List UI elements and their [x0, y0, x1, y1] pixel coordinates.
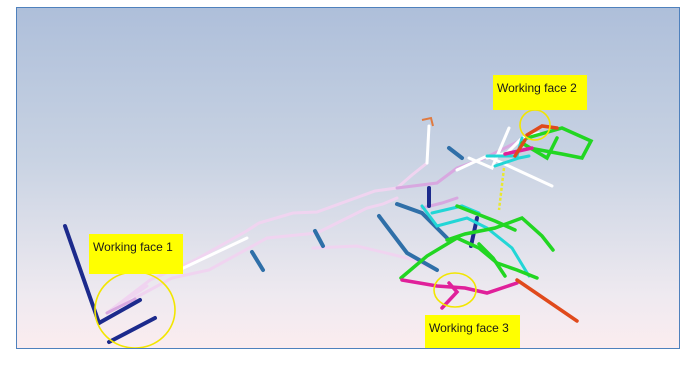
highlight-circle-face-3 — [433, 272, 477, 308]
mine-tunnel-network-3d-view — [63, 109, 594, 348]
shaft-yellow-dashed — [497, 167, 506, 211]
drift-orange-top — [421, 116, 434, 127]
highlight-circle-face-2 — [519, 109, 551, 141]
working-face-2-label: Working face 2 — [493, 75, 587, 110]
drift-green — [399, 126, 594, 280]
drift-cyan — [420, 136, 531, 278]
figure-frame: Working face 1 Working face 2 Working fa… — [16, 7, 680, 349]
working-face-1-label: Working face 1 — [89, 234, 183, 274]
highlight-circle-face-1 — [94, 271, 176, 348]
crosscuts-steel-blue — [250, 146, 464, 272]
drift-orange-red — [513, 124, 579, 323]
working-face-3-label: Working face 3 — [425, 315, 520, 348]
